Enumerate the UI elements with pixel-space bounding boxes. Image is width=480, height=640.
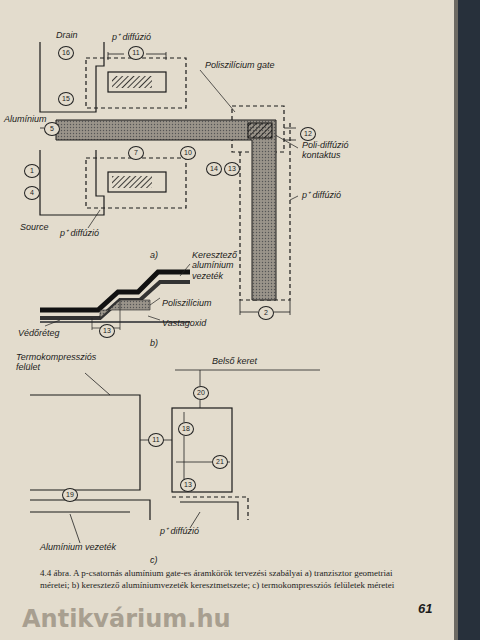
watermark: Antikvárium.hu xyxy=(22,606,231,634)
part-label: Alumínium vezeték xyxy=(40,542,116,552)
callout-number: 21 xyxy=(212,455,228,469)
callout-number: 19 xyxy=(62,488,78,502)
callout-number: 16 xyxy=(58,46,74,60)
callout-number: 10 xyxy=(180,146,196,160)
part-label: p⁺ diffúzió xyxy=(112,32,151,42)
part-label: Belső keret xyxy=(212,356,257,366)
callout-number: 13 xyxy=(180,478,196,492)
part-label: Védőréteg xyxy=(18,328,60,338)
part-label: p⁺ diffúzió xyxy=(60,228,99,238)
callout-number: 11 xyxy=(148,433,164,447)
part-label: b) xyxy=(150,338,158,348)
callout-number: 2 xyxy=(258,306,274,320)
part-label: Vastagoxid xyxy=(162,318,206,328)
part-label: p⁺ diffúzió xyxy=(160,526,199,536)
part-label: Source xyxy=(20,222,49,232)
part-label: Poliszilícium gate xyxy=(205,60,275,70)
figure-caption: 4.4 ábra. A p-csatornás alumínium gate-e… xyxy=(40,568,410,591)
part-label: Poli-diffúzió kontaktus xyxy=(302,140,382,161)
page-number: 61 xyxy=(418,602,432,617)
part-label: c) xyxy=(150,555,158,565)
part-label: Poliszilícium xyxy=(162,298,212,308)
part-label: a) xyxy=(150,250,158,260)
callout-number: 14 xyxy=(206,162,222,176)
part-label: p⁺ diffúzió xyxy=(302,190,341,200)
callout-number: 4 xyxy=(24,186,40,200)
part-label: Drain xyxy=(56,30,78,40)
callout-number: 13 xyxy=(99,324,115,338)
callout-number: 7 xyxy=(128,146,144,160)
callout-number: 12 xyxy=(300,127,316,141)
callout-number: 20 xyxy=(193,386,209,400)
part-label: Termokompressziós felület xyxy=(16,352,101,373)
callout-number: 13 xyxy=(224,162,240,176)
part-label: Alumínium xyxy=(4,114,47,124)
callout-number: 15 xyxy=(58,92,74,106)
callout-number: 11 xyxy=(128,46,144,60)
callout-number: 18 xyxy=(178,422,194,436)
part-label: Keresztező alumínium vezeték xyxy=(192,250,267,281)
callout-number: 1 xyxy=(24,164,40,178)
callout-number: 5 xyxy=(44,122,60,136)
